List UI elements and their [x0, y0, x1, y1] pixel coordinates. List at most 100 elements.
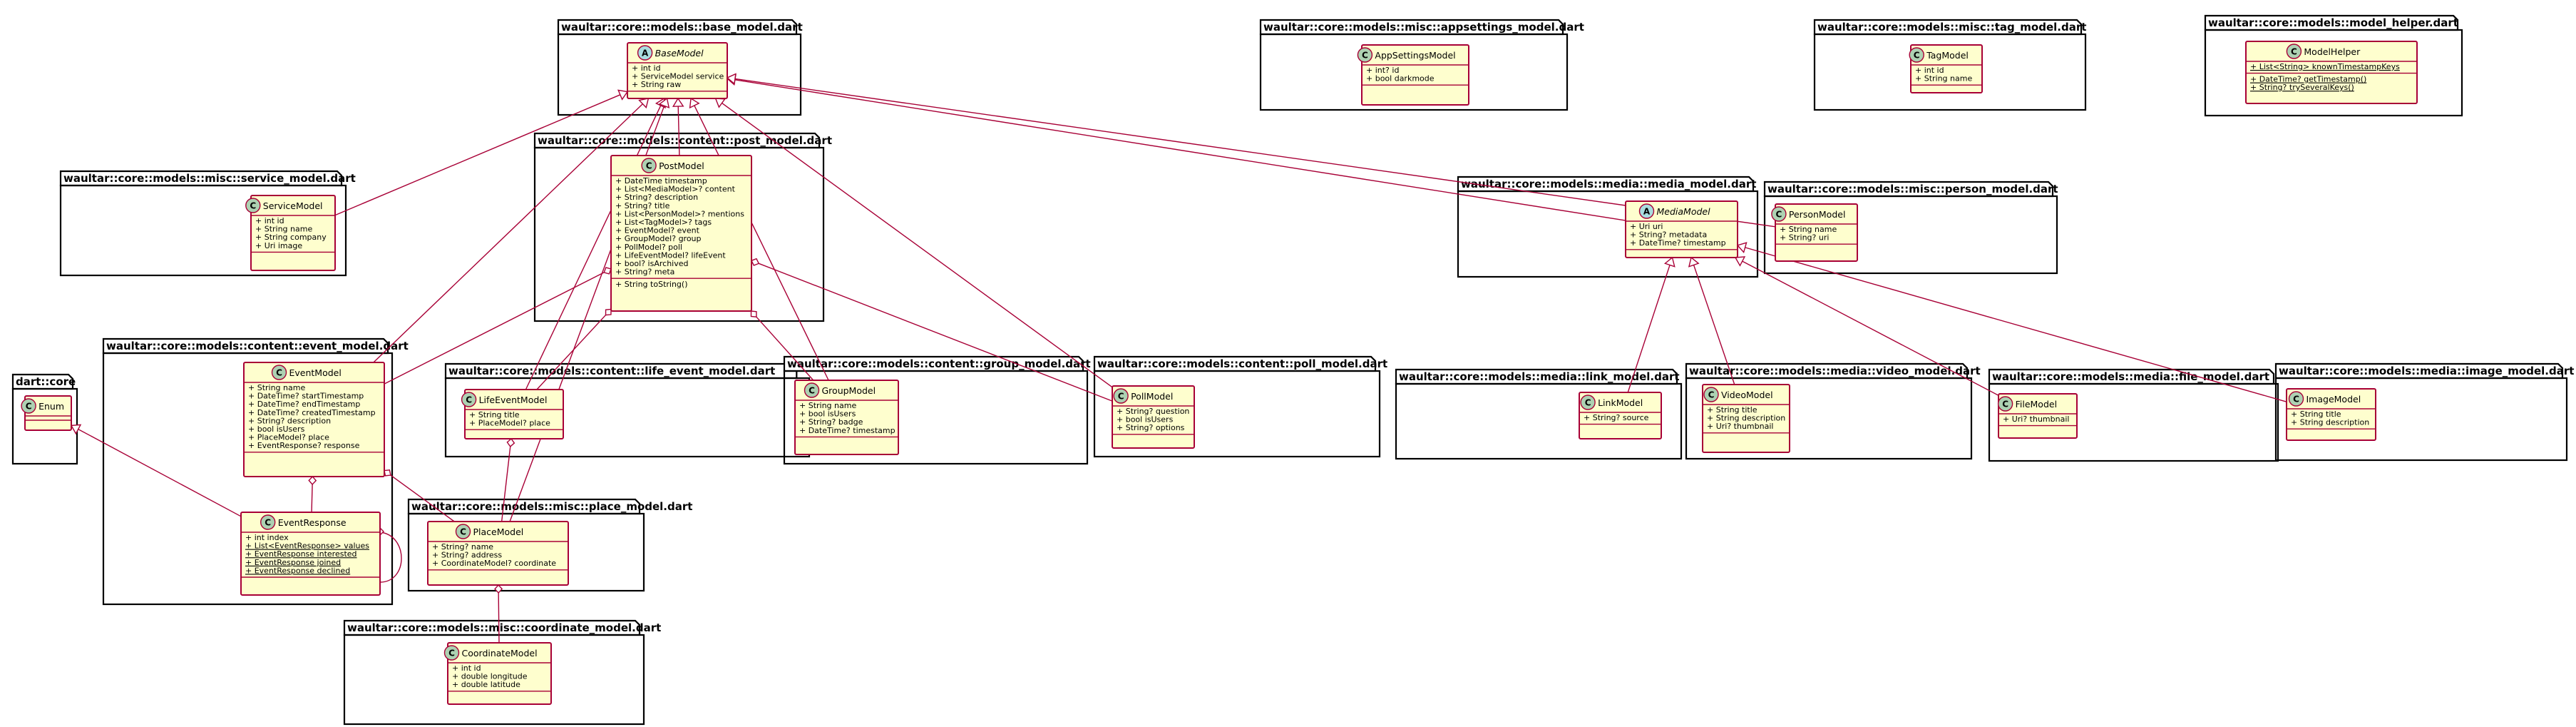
inheritance-arrowhead [1734, 256, 1746, 267]
relation-person-model-to-base-model [726, 73, 1776, 228]
class-field: + String? uri [1780, 233, 1829, 243]
inheritance-arrowhead [70, 424, 82, 435]
class-icon [1580, 395, 1596, 410]
relation-line [694, 105, 829, 381]
package-tab [1093, 355, 1377, 372]
package-title: waultar::core::models::media::image_mode… [2279, 365, 2574, 377]
class-name: PlaceModel [473, 527, 524, 537]
relation-line [677, 106, 680, 156]
class-icon [2288, 391, 2304, 407]
class-field: + DateTime? timestamp [799, 426, 896, 435]
package-tab [1763, 181, 2054, 198]
class-box [1112, 385, 1195, 449]
class-field: + bool isUsers [1117, 415, 1174, 424]
class-field: + String? question [1117, 407, 1189, 416]
relations-layer [70, 73, 2287, 644]
class-field: + Uri uri [1630, 222, 1663, 231]
class-name: ServiceModel [263, 200, 323, 211]
class-field: + GroupModel? group [615, 234, 702, 243]
class-name: EventModel [289, 367, 342, 378]
class-field: + int index [245, 533, 289, 542]
class-icon-letter: C [26, 402, 32, 412]
package-video-model: waultar::core::models::media::video_mode… [1685, 362, 1981, 460]
aggregation-diamond [384, 469, 391, 477]
class-icon-letter: C [1362, 51, 1368, 61]
class-field: + String company [255, 233, 327, 242]
relation-line [334, 94, 621, 216]
class-field: + List<TagModel>? tags [615, 218, 712, 227]
package-title: waultar::core::models::misc::appsettings… [1263, 21, 1584, 34]
package-base-model: waultar::core::models::base_model.dart [557, 19, 803, 116]
package-title: waultar::core::models::base_model.dart [561, 21, 803, 34]
class-field: + PlaceModel? place [248, 433, 329, 442]
class-field: + String? address [432, 551, 502, 560]
package-coordinate-model: waultar::core::models::misc::coordinate_… [343, 619, 661, 726]
package-frame [1395, 382, 1683, 460]
package-tag-model: waultar::core::models::misc::tag_model.d… [1813, 19, 2086, 111]
package-place-model: waultar::core::models::misc::place_model… [407, 498, 692, 592]
class-field: + int id [255, 216, 284, 225]
class-field: + String name [799, 401, 856, 410]
inheritance-arrowhead [1736, 242, 1748, 254]
package-frame [783, 370, 1089, 465]
class-icon-letter: C [1118, 392, 1124, 402]
inheritance-arrowhead [1663, 256, 1676, 268]
package-frame [1685, 377, 1973, 460]
package-frame [59, 184, 347, 277]
relation-line [390, 474, 455, 522]
package-title: waultar::core::models::misc::coordinate_… [347, 621, 661, 634]
class-icon-letter: C [466, 395, 472, 405]
class-icon-letter: C [448, 649, 455, 659]
package-frame [1763, 195, 2058, 275]
package-appsettings: waultar::core::models::misc::appsettings… [1259, 19, 1584, 111]
class-box [1625, 200, 1738, 258]
aggregation-diamond [308, 475, 317, 486]
package-title: waultar::core::models::misc::person_mode… [1767, 183, 2058, 195]
package-title: dart::core [16, 375, 76, 388]
abstract-class-icon [637, 45, 653, 61]
package-title: waultar::core::models::misc::tag_model.d… [1817, 21, 2086, 34]
class-name: VideoModel [1721, 390, 1773, 400]
relation-line [501, 446, 511, 522]
relation-event-response-to-enum [70, 424, 242, 517]
relation-line [379, 532, 402, 583]
class-method: + DateTime? getTimestamp() [2250, 75, 2366, 84]
class-field: + String? source [1584, 413, 1649, 422]
class-name: MediaModel [1657, 206, 1711, 217]
class-field: + String? badge [799, 417, 863, 427]
package-frame [2204, 29, 2463, 117]
class-icon-letter: C [1775, 210, 1782, 220]
package-title: waultar::core::models::misc::place_model… [411, 500, 692, 513]
relation-line [734, 78, 1776, 228]
class-field: + String? options [1117, 423, 1185, 432]
class-field: + bool isUsers [248, 424, 305, 434]
package-tab [1685, 362, 1969, 380]
class-field: + LifeEventModel? lifeEvent [615, 250, 726, 260]
package-model-helper: waultar::core::models::model_helper.dart [2204, 14, 2463, 117]
package-frame [407, 512, 645, 592]
package-frame [2274, 377, 2568, 462]
package-poll-model: waultar::core::models::content::poll_mod… [1093, 355, 1387, 458]
class-name: AppSettingsModel [1375, 50, 1455, 61]
